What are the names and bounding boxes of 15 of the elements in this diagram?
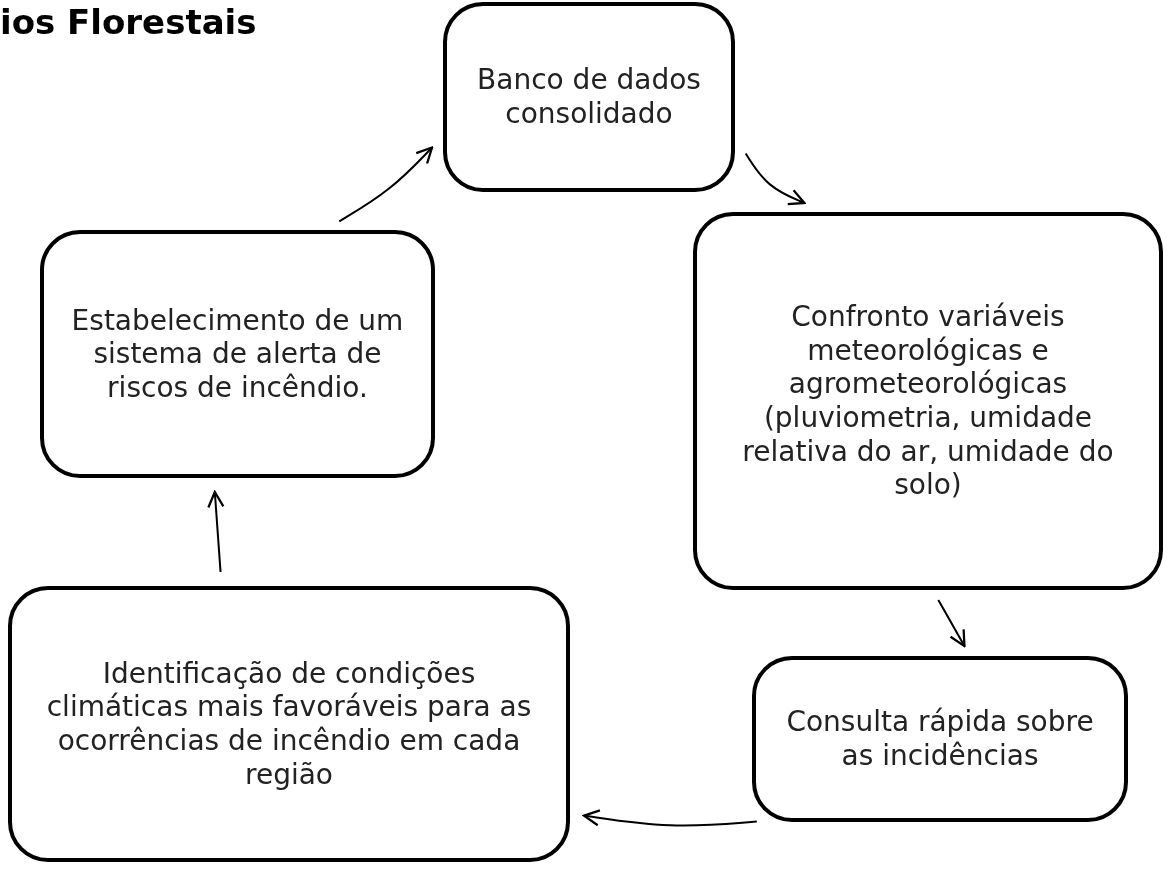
box-text: Banco de dados consolidado xyxy=(476,63,702,131)
process-box xyxy=(8,586,570,862)
arrow xyxy=(937,598,966,648)
arrow xyxy=(207,490,225,574)
process-box xyxy=(752,656,1128,822)
arrow xyxy=(582,809,758,827)
process-box xyxy=(693,212,1163,590)
process-box xyxy=(40,230,435,478)
process-box xyxy=(443,2,735,192)
title: ios Florestais xyxy=(0,2,257,42)
box-text: Consulta rápida sobre as incidências xyxy=(785,705,1095,773)
arrow xyxy=(744,152,806,206)
box-text: Confronto variáveis meteorológicas e agrometeorológicas (pluviometria, umidade relativa do ar, umidade do solo) xyxy=(741,300,1115,502)
box-text: Identificação de condições climáticas mais favoráveis para as ocorrências de incêndio em cada região xyxy=(45,656,533,792)
box-text: Estabelecimento de um sistema de alerta de riscos de incêndio. xyxy=(70,303,405,405)
